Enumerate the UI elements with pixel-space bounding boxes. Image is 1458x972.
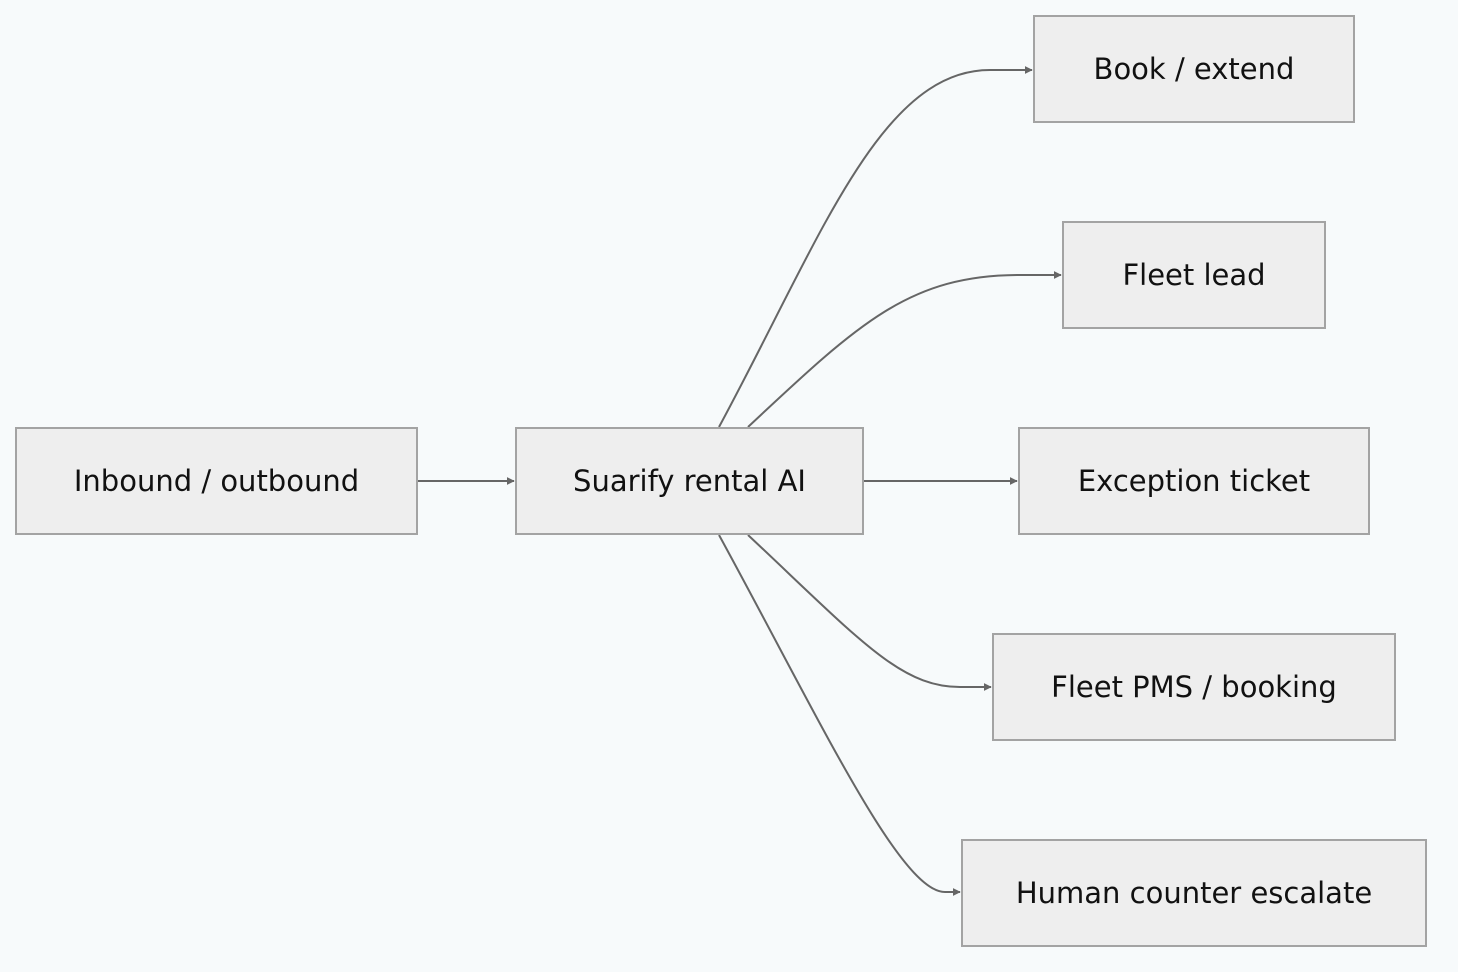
node-ticket[interactable]: Exception ticket	[1018, 427, 1370, 535]
node-book-label: Book / extend	[1094, 52, 1295, 86]
node-ai-label: Suarify rental AI	[573, 464, 806, 498]
node-lead-box	[1062, 221, 1326, 329]
node-human-label: Human counter escalate	[1016, 876, 1372, 910]
edge-ai-to-lead	[747, 271, 1062, 428]
node-pms[interactable]: Fleet PMS / booking	[992, 633, 1396, 741]
node-pms-box	[992, 633, 1396, 741]
node-ai-box	[515, 427, 864, 535]
node-ai[interactable]: Suarify rental AI	[515, 427, 864, 535]
node-inbound[interactable]: Inbound / outbound	[15, 427, 418, 535]
node-inbound-label: Inbound / outbound	[74, 464, 359, 498]
node-ticket-box	[1018, 427, 1370, 535]
edge-ai-to-pms	[747, 534, 992, 691]
node-inbound-box	[15, 427, 418, 535]
edge-ai-to-book	[718, 66, 1033, 428]
node-book[interactable]: Book / extend	[1033, 15, 1355, 123]
node-book-box	[1033, 15, 1355, 123]
node-lead-label: Fleet lead	[1122, 258, 1265, 292]
edges	[418, 66, 1062, 896]
node-human-box	[961, 839, 1427, 947]
edge-ai-to-human	[718, 534, 961, 896]
node-pms-label: Fleet PMS / booking	[1051, 670, 1337, 704]
node-lead[interactable]: Fleet lead	[1062, 221, 1326, 329]
node-human[interactable]: Human counter escalate	[961, 839, 1427, 947]
node-ticket-label: Exception ticket	[1078, 464, 1310, 498]
